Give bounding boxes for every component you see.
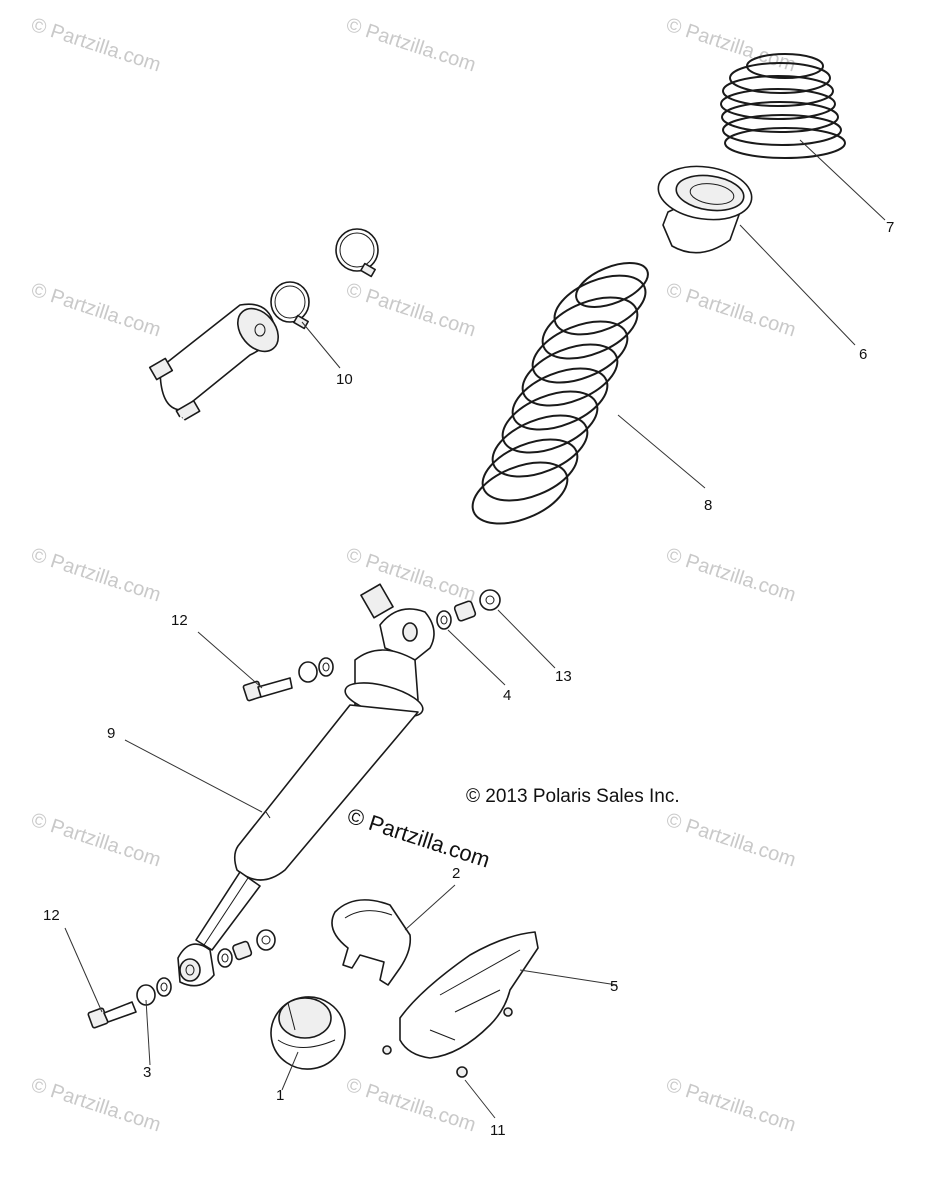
bracket-clip-part-2[interactable] bbox=[331, 899, 412, 986]
callout-2: 2 bbox=[452, 865, 460, 882]
watermark: © Partzilla.com bbox=[343, 1074, 478, 1137]
hose-clamps-part-10[interactable] bbox=[270, 228, 379, 330]
watermark: © Partzilla.com bbox=[28, 14, 163, 77]
callout-6: 6 bbox=[859, 346, 867, 363]
watermark: © Partzilla.com bbox=[663, 279, 798, 342]
callout-11: 11 bbox=[490, 1122, 506, 1139]
upper-washers-part-4-13[interactable] bbox=[436, 589, 501, 630]
guard-shield-part-5[interactable] bbox=[382, 931, 539, 1078]
callout-9: 9 bbox=[107, 725, 115, 742]
callout-12-lower: 12 bbox=[43, 907, 60, 924]
callout-7: 7 bbox=[886, 219, 894, 236]
upper-spring-part-7[interactable] bbox=[720, 53, 846, 159]
watermark: © Partzilla.com bbox=[663, 809, 798, 872]
callout-8: 8 bbox=[704, 497, 712, 514]
leader-lines bbox=[64, 139, 886, 1119]
watermark: © Partzilla.com bbox=[663, 544, 798, 607]
shock-assembly-part-9[interactable] bbox=[148, 301, 435, 987]
spring-seat-part-1[interactable] bbox=[265, 991, 350, 1075]
watermark: © Partzilla.com bbox=[343, 279, 478, 342]
callout-12-upper: 12 bbox=[171, 612, 188, 629]
copyright-text: © 2013 Polaris Sales Inc. bbox=[466, 786, 680, 807]
watermark: © Partzilla.com bbox=[343, 14, 478, 77]
watermark: © Partzilla.com bbox=[28, 279, 163, 342]
callout-13: 13 bbox=[555, 668, 572, 685]
lower-bolt-part-12-3[interactable] bbox=[87, 929, 276, 1029]
spring-adapter-part-6[interactable] bbox=[655, 161, 755, 254]
watermark: © Partzilla.com bbox=[28, 809, 163, 872]
callout-1: 1 bbox=[276, 1087, 284, 1104]
callout-10: 10 bbox=[336, 371, 353, 388]
main-spring-part-8[interactable] bbox=[464, 254, 654, 536]
callout-3: 3 bbox=[143, 1064, 151, 1081]
upper-bolt-part-12[interactable] bbox=[242, 657, 334, 702]
partzilla-watermark: © Partzilla.com bbox=[344, 803, 493, 873]
watermark: © Partzilla.com bbox=[663, 1074, 798, 1137]
callout-labels: 1 2 3 4 5 6 7 8 9 10 11 12 12 13 bbox=[43, 219, 894, 1139]
callout-4: 4 bbox=[503, 687, 511, 704]
watermark: © Partzilla.com bbox=[663, 14, 798, 77]
watermark: © Partzilla.com bbox=[28, 544, 163, 607]
watermark: © Partzilla.com bbox=[28, 1074, 163, 1137]
callout-5: 5 bbox=[610, 978, 618, 995]
